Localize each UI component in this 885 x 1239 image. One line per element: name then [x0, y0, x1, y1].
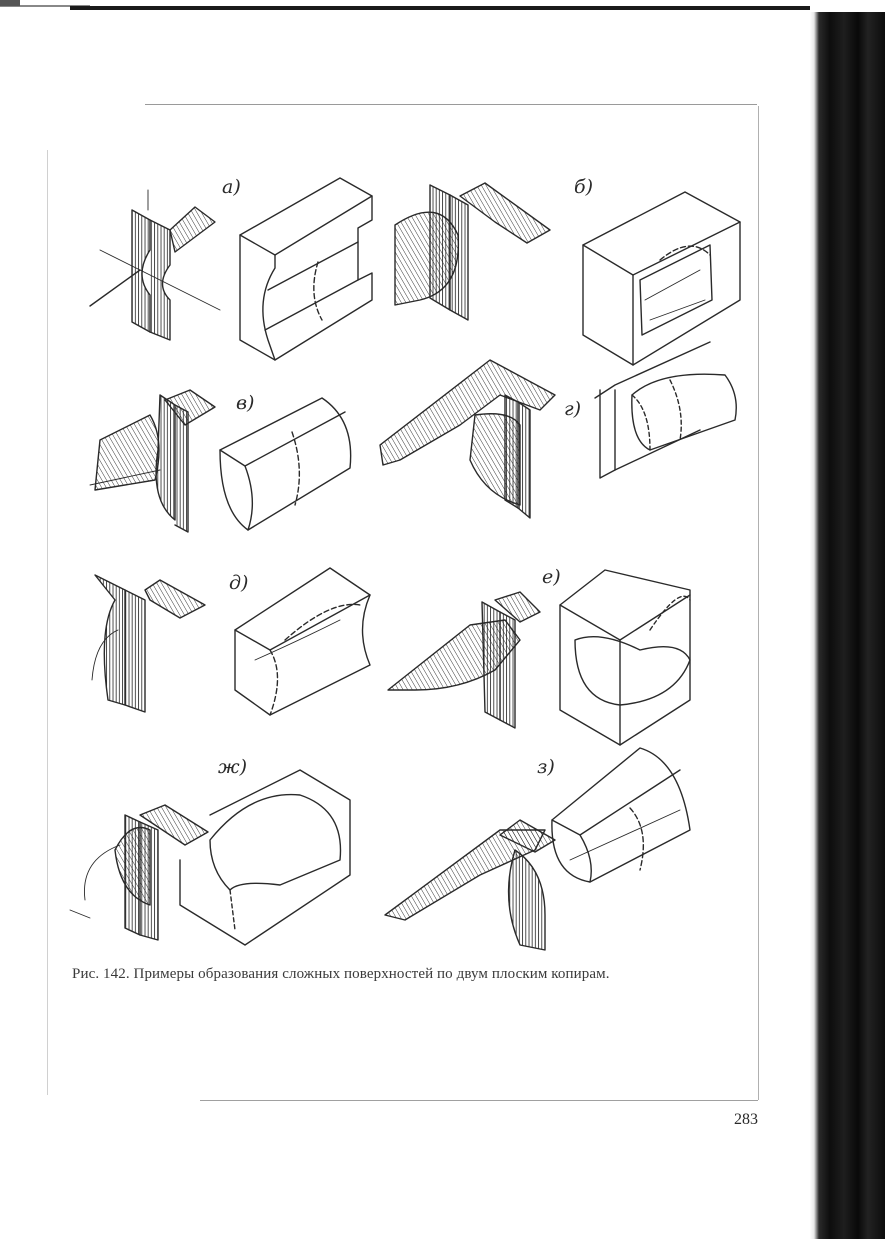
figure-label-e: е): [542, 566, 561, 588]
fig-e-templates: [388, 592, 540, 728]
fig-g-bracket: [595, 342, 736, 478]
fig-d-block: [235, 568, 370, 715]
figure-label-a: а): [222, 176, 241, 198]
figure-label-d: д): [229, 572, 248, 594]
figure-label-g: г): [564, 398, 581, 420]
page-number: 283: [734, 1111, 758, 1129]
fig-g-templates: [380, 360, 555, 518]
fig-b-frame: [583, 192, 740, 365]
figure-label-v: в): [236, 392, 254, 414]
fig-e-block: [560, 570, 690, 745]
figure-label-zh: ж): [218, 756, 247, 778]
fig-v-templates: [90, 390, 215, 532]
fig-z-templates: [385, 820, 555, 950]
fig-zh-arch: [180, 770, 350, 945]
fig-v-pillow: [220, 398, 351, 530]
figure-label-z: з): [537, 756, 555, 778]
fig-a-block: [240, 178, 372, 360]
fig-d-templates: [92, 575, 205, 712]
figure-label-b: б): [574, 176, 593, 198]
fig-z-dome: [552, 748, 690, 882]
figure-caption: Рис. 142. Примеры образования сложных по…: [72, 966, 762, 983]
fig-zh-templates: [70, 805, 208, 940]
fig-a-templates: [90, 190, 220, 340]
fig-a-right-templates: [395, 183, 550, 320]
